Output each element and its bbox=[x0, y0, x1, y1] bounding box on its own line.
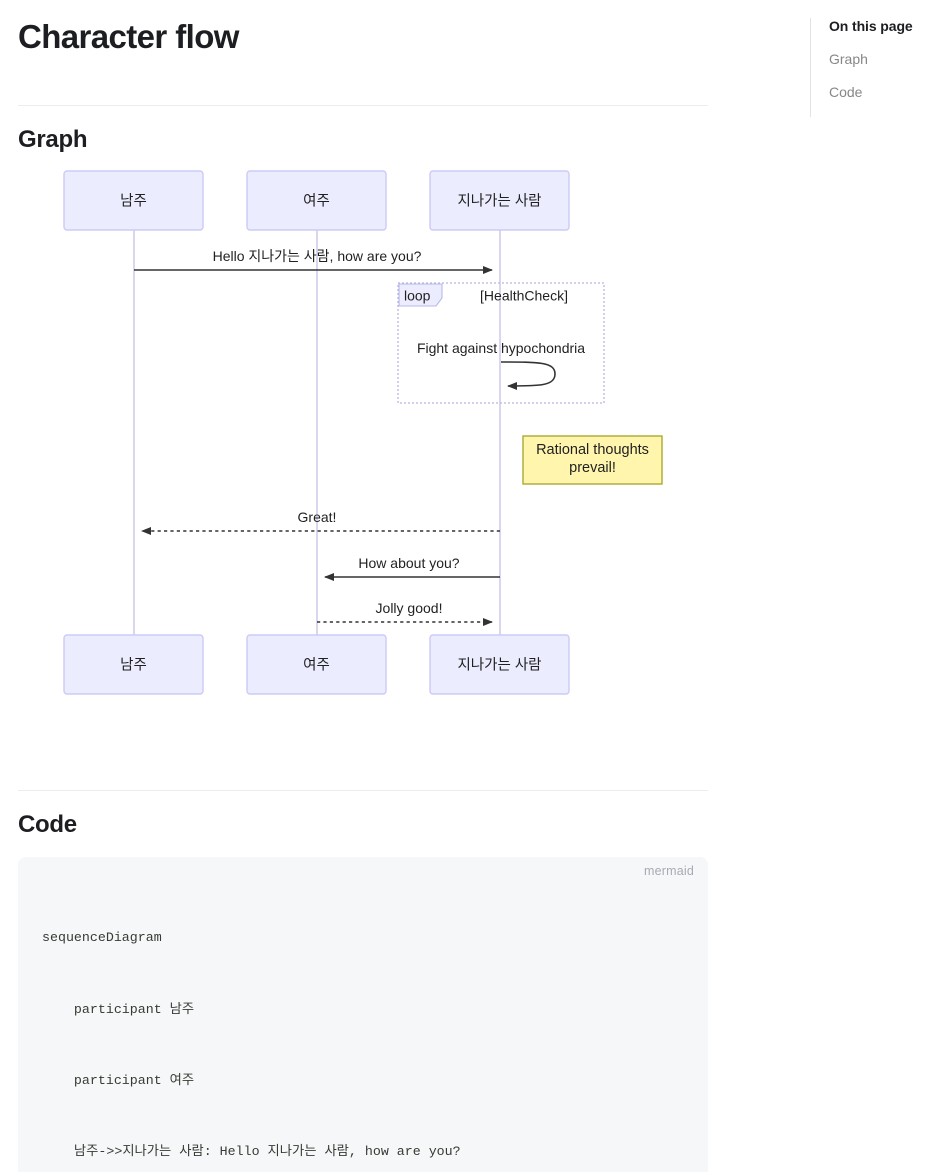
message-label-3: Great! bbox=[298, 509, 337, 525]
loop-badge-label: loop bbox=[404, 287, 431, 303]
code-line: sequenceDiagram bbox=[42, 930, 162, 946]
toc-link-code[interactable]: Code bbox=[829, 84, 863, 100]
message-label-1: Hello 지나가는 사람, how are you? bbox=[213, 248, 422, 264]
actor-box-bottom-p2[interactable] bbox=[246, 633, 387, 695]
actor-label-bottom-p3: 지나가는 사람 bbox=[457, 656, 541, 673]
actor-box-top-p3[interactable] bbox=[429, 169, 570, 231]
code-line: participant 남주 bbox=[42, 1001, 195, 1017]
actor-label-top-p1: 남주 bbox=[120, 192, 147, 209]
sequence-diagram-svg: 남주 여주 지나가는 사람 Hello 지나가는 사람, how are you… bbox=[63, 169, 663, 695]
loop-badge-shape bbox=[398, 283, 443, 307]
sequence-diagram: 남주 여주 지나가는 사람 Hello 지나가는 사람, how are you… bbox=[18, 162, 708, 742]
message-arrow-2-self-loop bbox=[500, 360, 556, 390]
code-line: participant 여주 bbox=[42, 1072, 195, 1088]
actor-box-bottom-p3[interactable] bbox=[429, 633, 570, 695]
on-this-page-nav: On this page Graph Code bbox=[810, 18, 940, 117]
message-label-5: Jolly good! bbox=[376, 600, 443, 616]
actor-box-top-p2[interactable] bbox=[246, 169, 387, 231]
section-heading-graph: Graph bbox=[18, 125, 88, 153]
actor-label-bottom-p2: 여주 bbox=[303, 656, 330, 673]
main-content: Character flow Graph bbox=[18, 0, 708, 1172]
divider-code bbox=[18, 789, 708, 791]
divider-top bbox=[18, 104, 708, 106]
actor-label-top-p2: 여주 bbox=[303, 192, 330, 209]
section-heading-code: Code bbox=[18, 810, 77, 838]
note-box[interactable] bbox=[522, 434, 663, 485]
toc-link-graph[interactable]: Graph bbox=[829, 51, 868, 67]
message-label-2: Fight against hypochondria bbox=[417, 340, 585, 356]
code-block[interactable]: mermaid sequenceDiagram participant 남주 p… bbox=[18, 856, 708, 1172]
actor-box-bottom-p1[interactable] bbox=[63, 633, 204, 695]
actor-box-top-p1[interactable] bbox=[63, 169, 204, 231]
actor-label-bottom-p1: 남주 bbox=[120, 656, 147, 673]
loop-block-boundary bbox=[397, 281, 605, 404]
note-text-line-1: Rational thoughts bbox=[536, 442, 649, 458]
code-line: 남주->>지나가는 사람: Hello 지나가는 사람, how are you… bbox=[42, 1144, 461, 1160]
loop-condition-label: [HealthCheck] bbox=[480, 287, 568, 303]
code-language-label: mermaid bbox=[643, 863, 694, 878]
toc-title: On this page bbox=[829, 18, 913, 34]
page-title: Character flow bbox=[18, 18, 239, 55]
actor-label-top-p3: 지나가는 사람 bbox=[457, 192, 541, 209]
code-lines: sequenceDiagram participant 남주 participa… bbox=[18, 879, 708, 1172]
note-text-line-2: prevail! bbox=[569, 460, 616, 476]
message-label-4: How about you? bbox=[358, 555, 459, 571]
